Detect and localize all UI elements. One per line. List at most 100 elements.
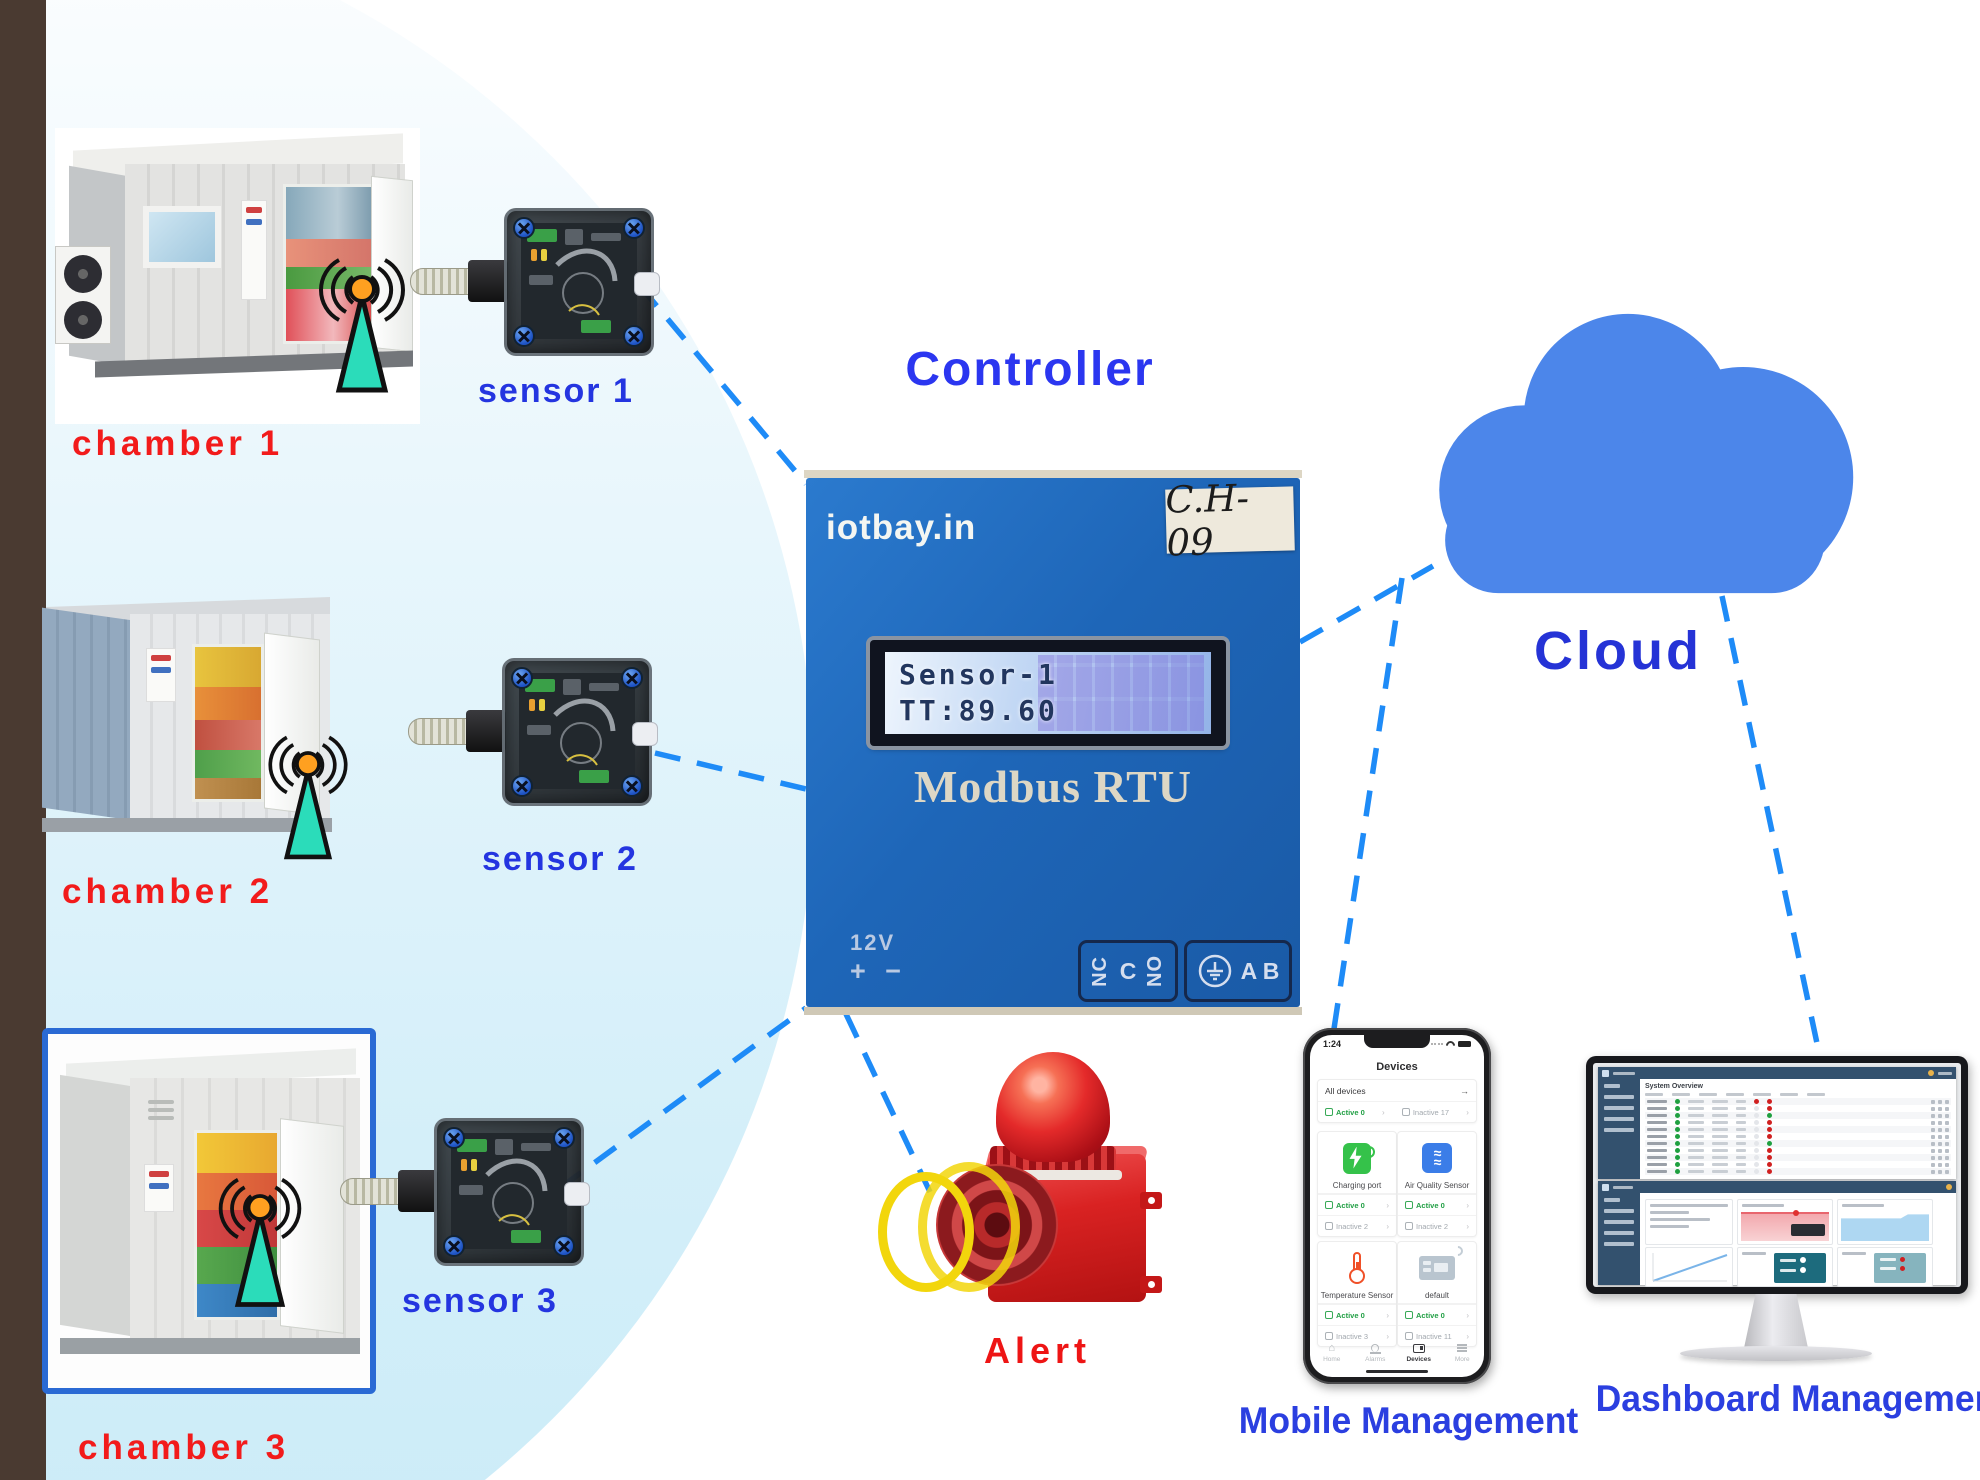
active-icon <box>1325 1108 1333 1116</box>
sensor-enclosure <box>502 658 652 806</box>
channel-tag-sticker: C.H-09 <box>1165 477 1295 565</box>
chamber-1-label: chamber 1 <box>72 424 284 463</box>
screw-icon <box>623 217 645 239</box>
bus-terminal-box: A B <box>1184 940 1292 1002</box>
line-chart <box>1652 1253 1728 1282</box>
chamber-2-door-open <box>192 644 264 802</box>
monitor-base <box>1680 1346 1872 1361</box>
chamber-1-photo <box>55 128 420 424</box>
status-time: 1:24 <box>1323 1039 1342 1049</box>
chamber-3-vents <box>148 1096 174 1124</box>
card-air-quality[interactable]: ≈≈ Air Quality Sensor Active 0› Inactive… <box>1397 1131 1477 1237</box>
controller-device: iotbay.in C.H-09 Sensor-1 TT:89.60 Modbu… <box>804 470 1302 1015</box>
sidebar-item <box>1604 1220 1634 1224</box>
web-sidebar <box>1598 1079 1640 1179</box>
screw-icon <box>553 1127 575 1149</box>
lcd-screen: Sensor-1 TT:89.60 <box>885 652 1211 734</box>
card-default[interactable]: default Active 0› Inactive 11› <box>1397 1241 1477 1347</box>
desktop-monitor: System Overview <box>1586 1056 1968 1362</box>
nav-item-home[interactable]: ⌂Home <box>1323 1342 1341 1364</box>
screw-icon <box>553 1235 575 1257</box>
phone-bottom-nav: ⌂Home Alarms Devices More <box>1310 1342 1484 1364</box>
chamber-3-label: chamber 3 <box>78 1428 290 1467</box>
chamber-3-photo <box>42 1028 376 1394</box>
panel-card-row <box>1645 1247 1951 1287</box>
temperature-probe <box>410 268 474 295</box>
left-edge-bar <box>0 0 46 1480</box>
model-name: Modbus RTU <box>913 761 1193 812</box>
sensor-enclosure <box>504 208 654 356</box>
cable-gland <box>634 272 660 296</box>
table-row <box>1645 1119 1951 1126</box>
humidity-chart-card <box>1837 1199 1933 1245</box>
probe-holder <box>468 260 508 302</box>
brand-logo: iotbay.in <box>826 508 977 547</box>
chevron-right-icon[interactable]: › <box>1381 1107 1385 1117</box>
chamber-1-door-open <box>283 184 375 344</box>
screw-icon <box>623 325 645 347</box>
nav-item-alarms[interactable]: Alarms <box>1358 1342 1392 1363</box>
smartphone: 1:24 Devices All devices → Active 0 › <box>1303 1028 1491 1384</box>
arrow-right-icon[interactable]: → <box>1460 1085 1469 1096</box>
card-label: Air Quality Sensor <box>1398 1178 1476 1194</box>
circuit-board <box>451 1133 567 1249</box>
nav-item-more[interactable]: More <box>1445 1342 1479 1363</box>
all-devices-card[interactable]: All devices → Active 0 › Inactive 17 › <box>1317 1079 1477 1123</box>
more-icon <box>1457 1342 1468 1353</box>
gateway-board-icon <box>1419 1243 1466 1280</box>
web-sidebar <box>1598 1193 1640 1285</box>
sidebar-item <box>1604 1095 1634 1099</box>
trend-chart-card <box>1645 1247 1733 1287</box>
card-charging-port[interactable]: Charging port Active 0› Inactive 2› <box>1317 1131 1397 1237</box>
all-inactive-count: Inactive 17 <box>1412 1107 1450 1117</box>
sensor-2-label: sensor 2 <box>482 840 638 878</box>
signal-icon <box>1430 1043 1443 1045</box>
table-row <box>1645 1105 1951 1112</box>
mobile-management-caption: Mobile Management <box>1238 1400 1579 1441</box>
chamber-1-door-panel <box>371 175 413 353</box>
monitor-screen: System Overview <box>1593 1063 1961 1287</box>
home-icon: ⌂ <box>1328 1342 1336 1354</box>
sound-wave-icon <box>918 1162 1020 1292</box>
relay-c-label: C <box>1119 957 1137 984</box>
sensor-1-label: sensor 1 <box>478 372 634 410</box>
sensor-enclosure <box>434 1118 584 1266</box>
table-row <box>1645 1161 1951 1168</box>
phone-screen: 1:24 Devices All devices → Active 0 › <box>1310 1035 1484 1377</box>
alert-siren <box>878 1046 1168 1316</box>
table-row <box>1645 1112 1951 1119</box>
chevron-right-icon[interactable]: › <box>1466 1107 1469 1117</box>
air-quality-icon: ≈≈ <box>1422 1143 1452 1173</box>
control-panel-card <box>1737 1247 1833 1287</box>
ground-icon <box>1198 954 1231 988</box>
chamber-2-label: chamber 2 <box>62 872 274 911</box>
screw-icon <box>513 325 535 347</box>
sidebar-item <box>1604 1231 1634 1235</box>
polarity-label: + − <box>850 956 908 986</box>
mount-tab <box>1140 1192 1162 1209</box>
circuit-board <box>521 223 637 339</box>
nav-item-devices[interactable]: Devices <box>1402 1342 1436 1363</box>
thermometer-icon <box>1348 1252 1366 1284</box>
channel-tag-text: C.H-09 <box>1164 476 1250 565</box>
table-row <box>1645 1140 1951 1147</box>
phone-page-title: Devices <box>1376 1061 1418 1073</box>
card-temperature-sensor[interactable]: Temperature Sensor Active 0› Inactive 3› <box>1317 1241 1397 1347</box>
link-cloud-dashboard <box>1719 595 1821 1049</box>
battery-icon <box>1458 1040 1471 1048</box>
avatar <box>1946 1184 1952 1190</box>
app-logo-icon <box>1602 1183 1609 1191</box>
all-devices-label: All devices <box>1325 1085 1366 1096</box>
chamber-1-fan-unit <box>55 246 111 344</box>
chamber-1-window <box>143 206 221 268</box>
settings-card <box>1645 1199 1733 1245</box>
sidebar-item <box>1604 1084 1620 1088</box>
phone-notch <box>1364 1035 1430 1048</box>
alert-label: Alert <box>984 1330 1092 1371</box>
status-panel-card <box>1837 1247 1933 1287</box>
temperature-probe <box>408 718 472 745</box>
home-indicator[interactable] <box>1366 1369 1428 1373</box>
beacon-light <box>996 1052 1110 1162</box>
devices-icon <box>1412 1343 1425 1353</box>
table-header <box>1645 1093 1951 1096</box>
